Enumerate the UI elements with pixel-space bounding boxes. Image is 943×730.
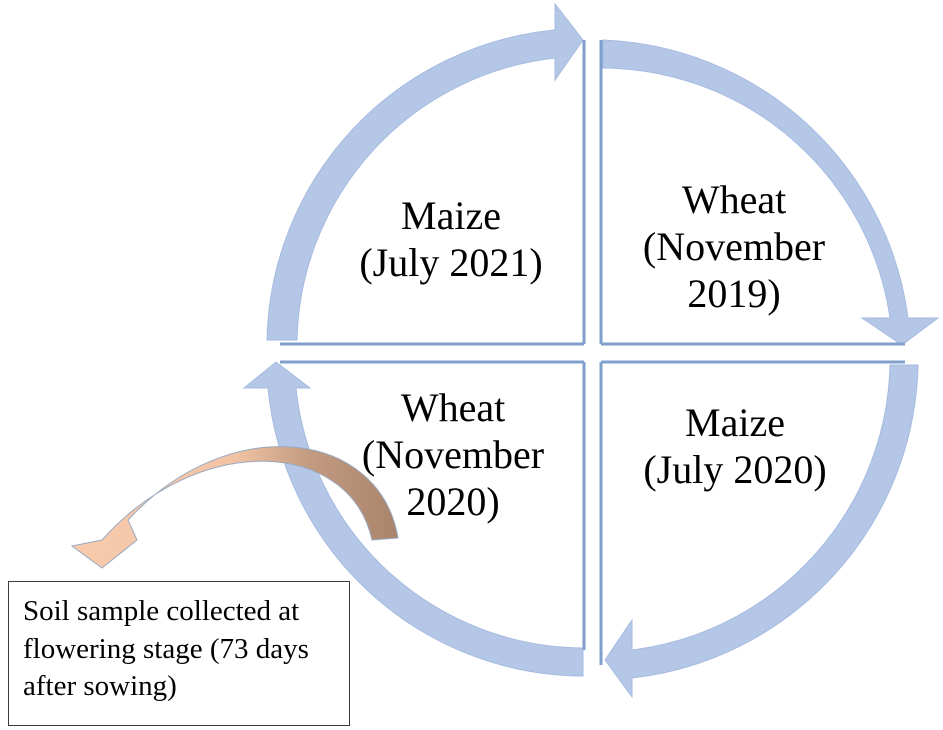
date-label-line2: 2020) (406, 479, 500, 525)
cycle-arrows (242, 2, 940, 699)
crop-label: Wheat (681, 177, 787, 222)
curved-arrow-icon (604, 364, 919, 699)
curved-arrow-icon (70, 446, 399, 569)
quadrant-top-left: Maize (July 2021) (320, 192, 582, 286)
quadrant-top-right: Wheat (November 2019) (608, 176, 860, 318)
date-label-line2: 2019) (687, 271, 781, 317)
date-label-line1: (November (642, 224, 826, 270)
quadrant-bottom-right: Maize (July 2020) (604, 399, 866, 493)
crop-label: Maize (401, 193, 501, 238)
sample-note-text: Soil sample collected at flowering stage… (23, 595, 309, 703)
date-label: (July 2020) (643, 447, 827, 493)
quadrant-bottom-left: Wheat (November 2020) (322, 384, 584, 526)
curved-arrow-icon (242, 361, 584, 677)
quadrant-dividers (280, 40, 905, 665)
crop-label: Maize (685, 400, 785, 445)
curved-arrow-icon (266, 2, 584, 341)
date-label: (July 2021) (359, 240, 543, 286)
crop-label: Wheat (400, 385, 506, 430)
sample-note-box: Soil sample collected at flowering stage… (8, 581, 350, 726)
date-label-line1: (November (361, 432, 545, 478)
